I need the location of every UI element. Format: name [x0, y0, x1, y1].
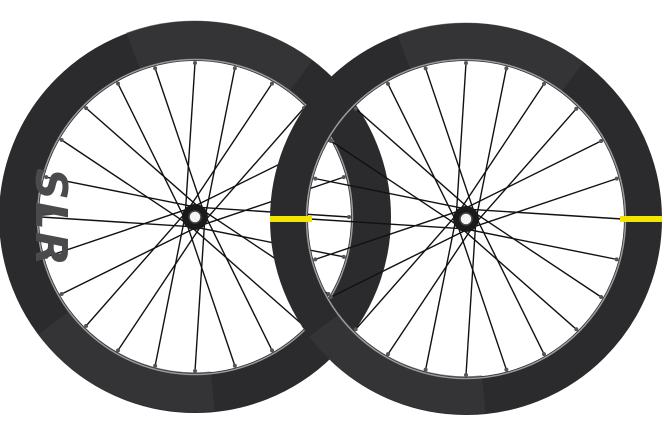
spoke-nipple: [504, 367, 509, 372]
spoke: [46, 207, 191, 258]
spoke-nipple: [386, 81, 390, 86]
spoke: [185, 221, 236, 366]
spoke: [40, 216, 194, 228]
spoke: [202, 107, 305, 224]
spoke-nipple: [59, 292, 64, 296]
spoke: [204, 68, 236, 218]
rim-sheen: [126, 20, 313, 93]
spoke-nipple: [44, 254, 49, 259]
spoke-nipple: [328, 139, 333, 143]
spoke: [459, 226, 577, 330]
spoke-nipple: [116, 348, 120, 353]
spoke: [117, 223, 204, 351]
spoke-nipple: [328, 295, 333, 299]
spoke-nipple: [116, 81, 120, 86]
spoke: [465, 228, 617, 261]
spoke-nipple: [574, 327, 579, 332]
spoke: [46, 176, 196, 208]
spoke: [474, 215, 545, 355]
spoke: [355, 108, 473, 212]
rim-sheen: [38, 310, 215, 413]
spoke-nipple: [599, 139, 604, 143]
spoke: [194, 226, 344, 258]
rim-decal: [270, 216, 312, 222]
spoke-nipple: [614, 176, 619, 181]
spoke-nipple: [542, 81, 546, 86]
hub-axle: [459, 212, 473, 226]
rim-logo-text: SLR: [25, 168, 76, 268]
spoke-nipple: [574, 106, 579, 111]
spoke: [424, 218, 457, 370]
rim-sheen: [397, 22, 584, 93]
spoke-nipple: [464, 373, 468, 377]
valve-stem: [42, 212, 60, 216]
spoke: [315, 209, 462, 261]
spoke-nipple: [542, 352, 546, 357]
spoke: [186, 83, 273, 211]
rim-sheen: [309, 313, 486, 415]
spoke-nipple: [423, 66, 428, 71]
spoke: [154, 216, 186, 366]
spoke: [387, 225, 475, 355]
spoke-nipple: [423, 367, 428, 372]
spoke: [473, 108, 577, 226]
spoke: [154, 68, 205, 213]
spoke-nipple: [313, 257, 318, 262]
spoke-nipple: [153, 363, 158, 368]
rim-brake-edge: [36, 58, 354, 376]
spoke-nipple: [84, 106, 89, 111]
spoke-nipple: [353, 327, 358, 332]
front-wheel: [270, 22, 662, 415]
spoke-nipple: [347, 215, 351, 219]
rim-decal: [620, 216, 662, 222]
spoke: [470, 177, 617, 229]
spoke-nipple: [84, 323, 89, 328]
hub-axle: [188, 210, 202, 224]
spoke-nipple: [59, 138, 64, 142]
spoke: [330, 140, 460, 228]
spoke-nipple: [386, 352, 390, 357]
spoke: [85, 107, 202, 210]
spoke-nipple: [232, 66, 237, 71]
spoke: [315, 177, 467, 210]
spoke-nipple: [341, 175, 346, 180]
spoke: [467, 208, 623, 220]
spoke: [387, 83, 458, 223]
spoke: [475, 68, 508, 220]
spoke: [184, 62, 196, 216]
spoke: [61, 139, 189, 226]
spoke: [61, 225, 199, 295]
spoke-nipple: [341, 254, 346, 259]
spoke-nipple: [464, 61, 468, 65]
spoke: [456, 223, 508, 370]
spoke-nipple: [193, 61, 197, 65]
spoke: [472, 210, 602, 298]
spoke: [424, 68, 476, 215]
spoke-nipple: [44, 175, 49, 180]
spoke-nipple: [270, 81, 274, 86]
spoke-nipple: [353, 106, 358, 111]
spoke: [465, 220, 477, 376]
spoke: [309, 218, 465, 230]
spoke-nipple: [599, 295, 604, 299]
spoke: [85, 210, 188, 327]
spoke: [355, 212, 459, 330]
spoke: [194, 218, 206, 372]
spoke: [117, 83, 187, 221]
spoke-nipple: [270, 348, 274, 353]
spoke-nipple: [504, 66, 509, 71]
spoke: [462, 140, 602, 211]
spoke-nipple: [313, 176, 318, 181]
spoke: [455, 62, 467, 218]
spoke: [330, 227, 470, 298]
spoke: [188, 224, 305, 327]
spoke-nipple: [193, 369, 197, 373]
spoke-nipple: [614, 257, 619, 262]
spoke-nipple: [232, 363, 237, 368]
spoke: [457, 83, 545, 213]
spoke: [203, 213, 273, 351]
spoke-nipple: [153, 66, 158, 71]
